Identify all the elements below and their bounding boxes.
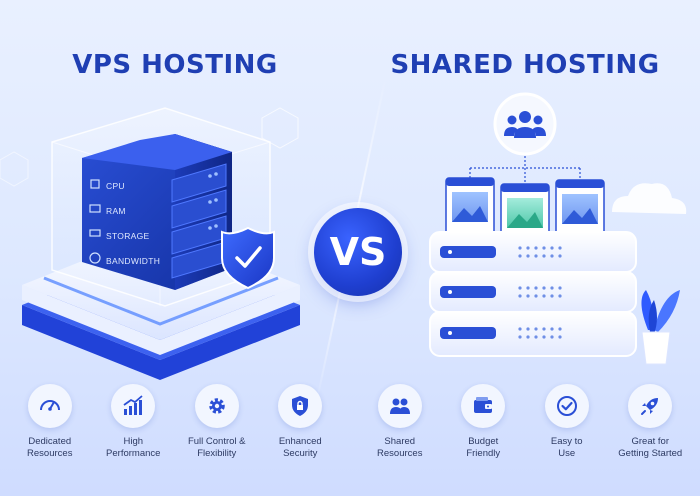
feature-label-line1: Great for xyxy=(631,436,670,447)
feature-getting-started: Great for Getting Started xyxy=(611,384,689,460)
feature-label-line2: Getting Started xyxy=(618,448,683,459)
feature-label-line1: Easy to xyxy=(550,436,583,447)
wallet-icon xyxy=(461,384,506,428)
feature-dedicated-resources: Dedicated Resources xyxy=(11,384,89,460)
feature-label-line2: Use xyxy=(558,448,576,459)
vps-feature-list: Dedicated Resources High Performance Ful… xyxy=(0,384,350,460)
bar-chart-icon xyxy=(111,384,156,428)
feature-shared-resources: Shared Resources xyxy=(361,384,439,460)
feature-label-line1: Enhanced xyxy=(278,436,322,447)
server-label-storage: STORAGE xyxy=(106,231,150,241)
shared-feature-list: Shared Resources Budget Friendly Easy to… xyxy=(350,384,700,460)
vps-server-illustration xyxy=(0,107,300,380)
feature-budget-friendly: Budget Friendly xyxy=(444,384,522,460)
vps-panel: VPS HOSTING xyxy=(0,50,350,460)
feature-label-line1: Dedicated xyxy=(28,436,72,447)
feature-enhanced-security: Enhanced Security xyxy=(261,384,339,460)
feature-label-line1: Budget xyxy=(468,436,499,447)
server-label-ram: RAM xyxy=(106,206,126,216)
feature-label-line2: Security xyxy=(283,448,318,459)
server-label-cpu: CPU xyxy=(106,181,125,191)
feature-label-line2: Flexibility xyxy=(197,448,237,459)
feature-label-line2: Resources xyxy=(377,448,423,459)
shared-title: SHARED HOSTING xyxy=(390,50,660,80)
feature-label-line1: Full Control & xyxy=(187,436,246,447)
feature-label-line2: Resources xyxy=(27,448,73,459)
rocket-icon xyxy=(628,384,673,428)
users-icon xyxy=(377,384,422,428)
shared-panel: SHARED HOSTING xyxy=(350,0,700,496)
shared-server-illustration xyxy=(429,92,687,365)
server-label-bandwidth: BANDWIDTH xyxy=(106,256,161,266)
feature-label-line2: Performance xyxy=(106,448,161,459)
check-circle-icon xyxy=(544,384,589,428)
feature-high-performance: High Performance xyxy=(94,384,172,460)
gear-icon xyxy=(194,384,239,428)
vps-title: VPS HOSTING xyxy=(72,50,278,80)
vs-badge: VS xyxy=(314,208,402,296)
feature-label-line1: High xyxy=(123,436,144,447)
speedometer-icon xyxy=(27,384,72,428)
feature-label-line1: Shared xyxy=(384,436,416,447)
feature-easy-to-use: Easy to Use xyxy=(528,384,606,460)
feature-label-line2: Friendly xyxy=(466,448,501,459)
feature-full-control: Full Control & Flexibility xyxy=(178,384,256,460)
